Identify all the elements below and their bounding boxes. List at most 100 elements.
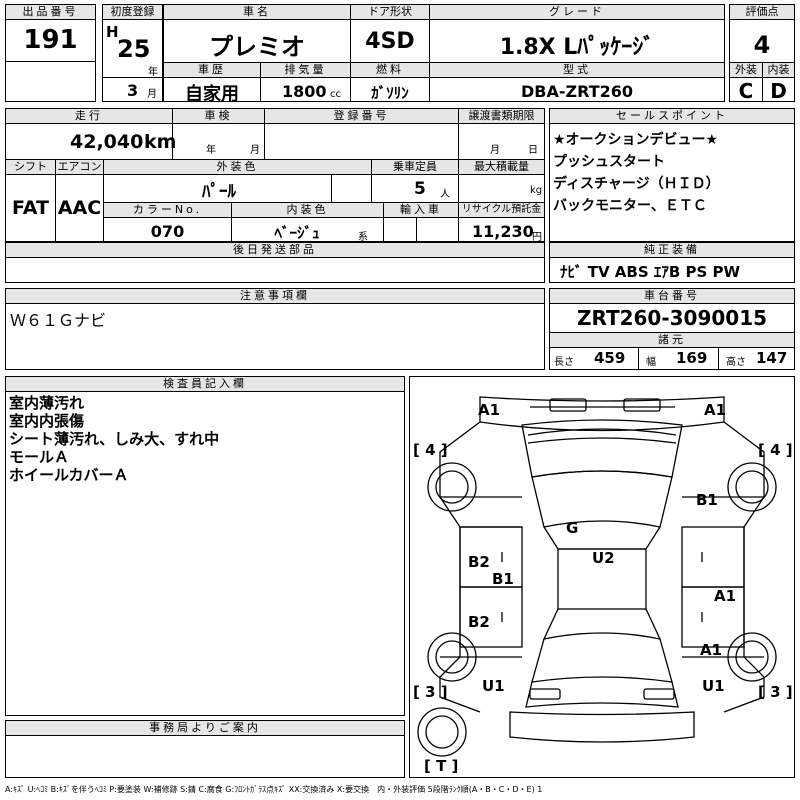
later-parts-label: 後日発送部品: [6, 243, 544, 258]
damage-mark: U1: [702, 677, 725, 695]
sales-points-box: セールスポイント ★オークションデビュー★ プッシュスタート ディスチャージ（Ｈ…: [549, 108, 795, 242]
damage-mark: U1: [482, 677, 505, 695]
mileage: 42,040: [70, 131, 144, 153]
chassis-box: 車台番号 ZRT260-3090015 諸元 長さ 459 幅 169 高さ 1…: [549, 288, 795, 370]
mileage-label: 走行: [6, 109, 172, 124]
tire-label: [ 4 ]: [758, 441, 793, 459]
inspector-note-5: ホイールカバーＡ: [9, 466, 129, 484]
exterior-grade: C: [738, 79, 754, 103]
capacity-unit: 人: [440, 189, 450, 200]
chassis-number: ZRT260-3090015: [576, 306, 768, 330]
max-load-unit: kg: [530, 185, 543, 196]
damage-mark: B2: [468, 613, 490, 631]
int-color-label: 内装色: [232, 203, 383, 218]
car-outline-svg: [417, 396, 777, 757]
interior-grade: D: [770, 79, 787, 103]
capacity-label: 乗車定員: [372, 160, 458, 175]
width: 169: [676, 349, 708, 367]
displacement: 1800: [282, 82, 327, 101]
recycle: 11,230: [472, 222, 534, 241]
equipment-value: ﾅﾋﾞ TV ABS ｴｱB PS PW: [560, 263, 741, 281]
history-label: 車歴: [164, 63, 260, 78]
office-label: 事務局よりご案内: [6, 721, 404, 736]
sales-point-3: ディスチャージ（ＨＩＤ）: [553, 176, 720, 192]
mileage-unit: km: [144, 131, 177, 153]
spec-label: 諸元: [550, 332, 794, 348]
exterior-label: 外装: [730, 63, 762, 78]
inspector-label: 検査員記入欄: [6, 377, 404, 392]
sales-point-1: ★オークションデビュー★: [553, 132, 719, 148]
transfer-month-unit: 月: [490, 145, 500, 156]
damage-mark: A1: [714, 587, 737, 605]
reg-month: 3: [127, 81, 139, 100]
fuel: ｶﾞｿﾘﾝ: [371, 84, 409, 102]
first-registration-box: 初度登録 H 25 年 3 月: [102, 4, 163, 102]
ext-color-label: 外装色: [104, 160, 371, 175]
grade: 1.8X Lﾊﾟｯｹｰｼﾞ: [499, 35, 655, 60]
fuel-label: 燃料: [351, 63, 429, 78]
inspector-note-1: 室内薄汚れ: [9, 394, 85, 412]
inspector-note-2: 室内内張傷: [9, 412, 85, 430]
inspection-month-unit: 月: [250, 145, 260, 156]
damage-mark: B1: [492, 570, 514, 588]
car-name-label: 車名: [164, 5, 350, 20]
height-label: 高さ: [726, 357, 746, 368]
chassis-label: 車台番号: [550, 289, 794, 304]
displacement-label: 排気量: [261, 63, 350, 78]
damage-mark: A1: [478, 401, 501, 419]
year-unit: 年: [148, 67, 158, 78]
damage-mark: B1: [696, 491, 718, 509]
tire-label: [ T ]: [424, 757, 459, 775]
score: 4: [753, 31, 771, 59]
car-name: プレミオ: [209, 33, 305, 61]
ext-color: ﾊﾟｰﾙ: [202, 182, 236, 202]
details-box: 走行 車検 登録番号 譲渡書類期限 42,040 km 年 月 月 日 シフト …: [5, 108, 545, 243]
sales-point-4: バックモニター、ＥＴＣ: [553, 198, 707, 214]
transfer-day-unit: 日: [528, 145, 538, 156]
lot-number: 191: [23, 25, 78, 55]
reg-year: 25: [117, 35, 151, 63]
length-label: 長さ: [554, 357, 574, 368]
sales-points-label: セールスポイント: [550, 109, 794, 124]
tire-label: [ 4 ]: [413, 441, 448, 459]
lot-number-label: 出品番号: [6, 5, 95, 20]
first-reg-label: 初度登録: [103, 5, 162, 20]
damage-mark: U2: [592, 549, 615, 567]
notes-box: 注意事項欄 Ｗ６１Ｇナビ: [5, 288, 545, 370]
transfer-label: 譲渡書類期限: [459, 109, 544, 124]
shift-label: シフト: [6, 160, 55, 175]
car-info-box: 車名 ドア形状 グレード プレミオ 4SD 1.8X Lﾊﾟｯｹｰｼﾞ 車歴 排…: [163, 4, 725, 105]
damage-mark: A1: [704, 401, 727, 419]
color-no-label: カラーNo.: [104, 203, 231, 218]
aircon: AAC: [57, 197, 102, 219]
displacement-unit: cc: [330, 89, 341, 100]
recycle-label: リサイクル預託金: [459, 203, 544, 218]
sales-point-2: プッシュスタート: [553, 154, 665, 170]
height: 147: [756, 349, 788, 367]
tire-label: [ 3 ]: [758, 683, 793, 701]
inspection-year-unit: 年: [206, 145, 216, 156]
score-label: 評価点: [730, 5, 794, 20]
damage-mark: A1: [700, 641, 723, 659]
model-label: 型式: [430, 63, 724, 78]
capacity: 5: [414, 179, 426, 199]
interior-label: 内装: [763, 63, 794, 78]
car-diagram: A1 A1 B1 G B2 B1 U2 A1 B2 A1 U1 U1 [ 4 ]…: [409, 376, 795, 778]
inspector-note-3: シート薄汚れ、しみ大、すれ中: [9, 430, 220, 448]
inspector-box: 検査員記入欄 室内薄汚れ 室内内張傷 シート薄汚れ、しみ大、すれ中 モールＡ ホ…: [5, 376, 405, 716]
door-label: ドア形状: [351, 5, 429, 20]
lot-number-box: 出品番号 191: [5, 4, 96, 102]
width-label: 幅: [646, 357, 656, 368]
month-unit: 月: [147, 89, 157, 100]
office-box: 事務局よりご案内: [5, 720, 405, 778]
inspection-label: 車検: [173, 109, 264, 124]
damage-mark: B2: [468, 553, 490, 571]
reg-no-label: 登録番号: [265, 109, 458, 124]
max-load-label: 最大積載量: [459, 160, 544, 175]
notes-label: 注意事項欄: [6, 289, 544, 304]
later-parts-box: 後日発送部品: [5, 242, 545, 283]
equipment-box: 純正装備 ﾅﾋﾞ TV ABS ｴｱB PS PW: [549, 242, 795, 283]
notes-value: Ｗ６１Ｇナビ: [10, 311, 107, 330]
int-color-unit: 系: [358, 232, 368, 243]
import-label: 輸入車: [384, 203, 458, 218]
